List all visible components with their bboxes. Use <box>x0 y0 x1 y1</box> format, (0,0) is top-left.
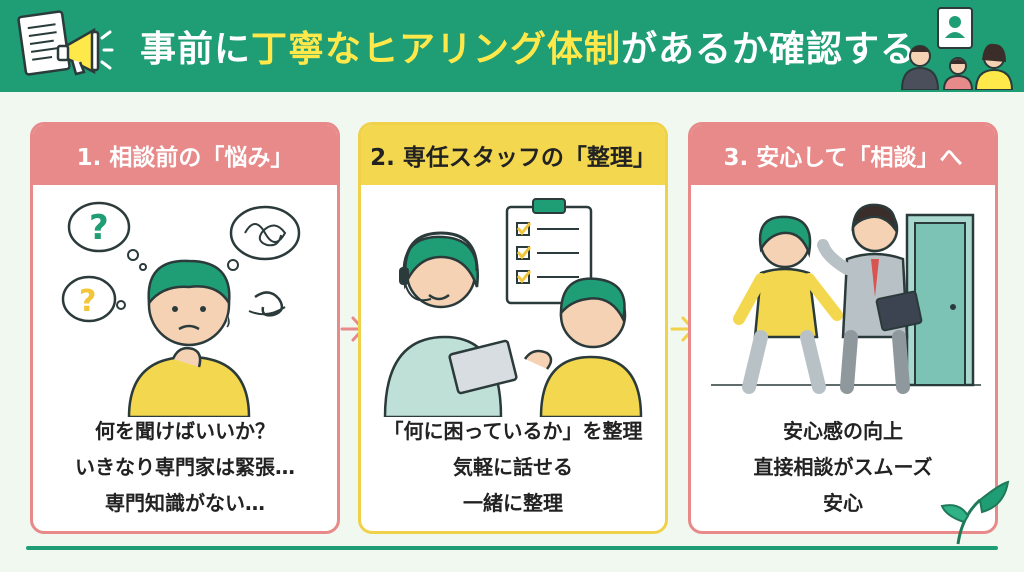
document-megaphone-icon <box>17 10 114 76</box>
megaphone-icon <box>56 27 114 76</box>
card-title: 2. 専任スタッフの「整理」 <box>361 125 665 185</box>
leaf-icon <box>940 480 1010 545</box>
walking-to-consultation-icon <box>711 203 981 394</box>
thought-bubble-question-icon: ? <box>61 275 126 323</box>
staff-consultation-icon <box>383 198 643 417</box>
thought-bubble-scribble-icon <box>227 205 301 271</box>
bottom-divider <box>26 546 998 550</box>
card-line: 安心 <box>823 491 863 515</box>
clipboard-icon <box>448 339 518 395</box>
family-icon <box>900 7 1014 90</box>
profile-card-icon <box>937 7 973 49</box>
card-lines: 何を聞けばいいか？ いきなり専門家は緊張… 専門知識がない… <box>33 413 337 521</box>
card-line: 専門知識がない… <box>105 491 265 515</box>
title-highlight: 丁寧なヒアリング体制 <box>251 29 622 70</box>
thought-bubble-question-icon: ? <box>67 201 147 271</box>
step-card-1: 1. 相談前の「悩み」 ? ? 何を聞けばいいか？ <box>30 122 340 534</box>
svg-text:?: ? <box>79 284 96 319</box>
step-card-3: 3. 安心して「相談」へ 安心感の向上 直接相談がスムーズ 安心 <box>688 122 998 534</box>
title-part: 事前に <box>140 29 252 70</box>
card-line: 一緒に整理 <box>463 491 563 515</box>
card-lines: 「何に困っているか」を整理 気軽に話せる 一緒に整理 <box>361 413 665 521</box>
swirl-icon <box>248 291 286 317</box>
folder-icon <box>875 290 923 332</box>
card-title: 3. 安心して「相談」へ <box>691 125 995 185</box>
header-banner: 事前に丁寧なヒアリング体制があるか確認する <box>0 0 1024 92</box>
card-line: 直接相談がスムーズ <box>753 455 933 479</box>
title-part: があるか確認する <box>621 29 918 70</box>
card-title: 1. 相談前の「悩み」 <box>33 125 337 185</box>
checklist-icon <box>505 198 593 305</box>
card-line: 「何に困っているか」を整理 <box>383 419 643 443</box>
worried-person-icon: ? ? <box>61 201 301 417</box>
step-card-2: 2. 専任スタッフの「整理」 「何に困っているか」を整 <box>358 122 668 534</box>
card-line: 何を聞けばいいか？ <box>95 419 275 443</box>
svg-text:?: ? <box>89 208 109 248</box>
card-line: 安心感の向上 <box>783 419 903 443</box>
card-line: いきなり専門家は緊張… <box>75 455 295 479</box>
page-title: 事前に丁寧なヒアリング体制があるか確認する <box>140 20 917 72</box>
door-icon <box>905 213 975 387</box>
card-line: 気軽に話せる <box>453 455 573 479</box>
card-lines: 安心感の向上 直接相談がスムーズ 安心 <box>691 413 995 521</box>
